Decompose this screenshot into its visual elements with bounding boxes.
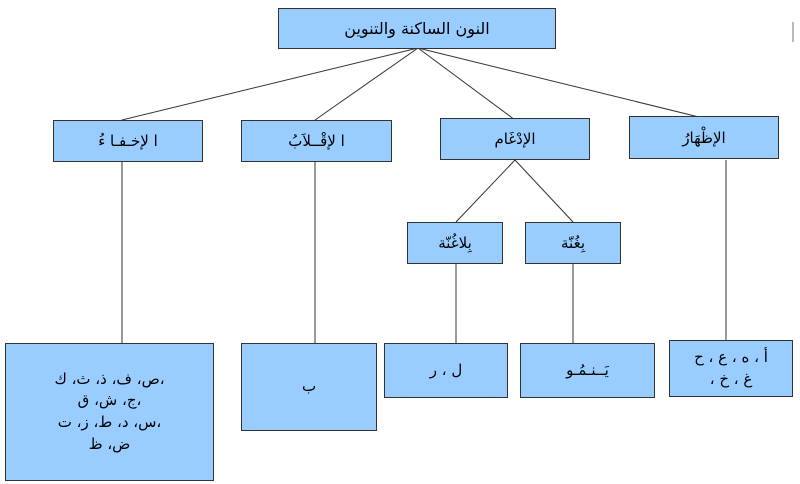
node-idgham-label: الإدْغَام [494, 130, 536, 148]
edge-idgham-bila [455, 159, 516, 223]
node-izhar-label: الإظْهَارُ [682, 128, 726, 147]
leaf-iqlab-label: ب [301, 377, 317, 396]
leaf-ikhfa-line-3: ،س، د، ط، ز، ت [57, 413, 162, 431]
leaf-izhar: أ ، ه ، ع ، ح غ ، خ ، [669, 340, 793, 397]
leaf-bila-ghunna: ل ، ر [384, 343, 508, 398]
node-iqlab: ا لإقْــلاَبُ [241, 120, 392, 162]
leaf-izhar-line-1: أ ، ه ، ع ، ح [694, 347, 768, 366]
node-idgham: الإدْغَام [440, 118, 590, 160]
edge-root-ikhfa [121, 47, 419, 121]
node-bi-ghunna: بِغُنّة [525, 222, 621, 264]
node-bila-ghunna: بِلاغُنّة [407, 222, 503, 264]
window-edge-marker [792, 22, 794, 42]
leaf-izhar-line-2: غ ، خ ، [709, 369, 753, 388]
node-iqlab-label: ا لإقْــلاَبُ [288, 132, 345, 150]
edge-root-izhar [417, 47, 704, 119]
node-bila-ghunna-label: بِلاغُنّة [438, 234, 472, 252]
edge-idgham-bi [514, 159, 574, 223]
root-node: النون الساكنة والتنوين [278, 8, 556, 49]
node-bi-ghunna-label: بِغُنّة [561, 234, 585, 252]
leaf-ikhfa-line-4: ض، ظ [88, 434, 131, 453]
node-izhar: الإظْهَارُ [629, 116, 779, 159]
node-ikhfa: ا لإخـفـا ءُ [53, 120, 203, 162]
leaf-ikhfa: ،ص، ف، ذ، ث، ك ،ج، ش، ق ،س، د، ط، ز، ت ض… [5, 343, 214, 481]
leaf-bi-ghunna: يَــنـمُـو [520, 343, 655, 398]
node-ikhfa-label: ا لإخـفـا ءُ [98, 132, 158, 150]
edge-root-iqlab [314, 47, 419, 121]
edge-root-idgham [417, 47, 516, 121]
leaf-iqlab: ب [241, 343, 377, 431]
leaf-ikhfa-line-2: ،ج، ش، ق [77, 391, 142, 410]
root-label: النون الساكنة والتنوين [344, 19, 490, 38]
leaf-bi-ghunna-label: يَــنـمُـو [566, 360, 609, 379]
leaf-bila-ghunna-label: ل ، ر [429, 360, 463, 379]
leaf-ikhfa-line-1: ،ص، ف، ذ، ث، ك [54, 369, 165, 388]
